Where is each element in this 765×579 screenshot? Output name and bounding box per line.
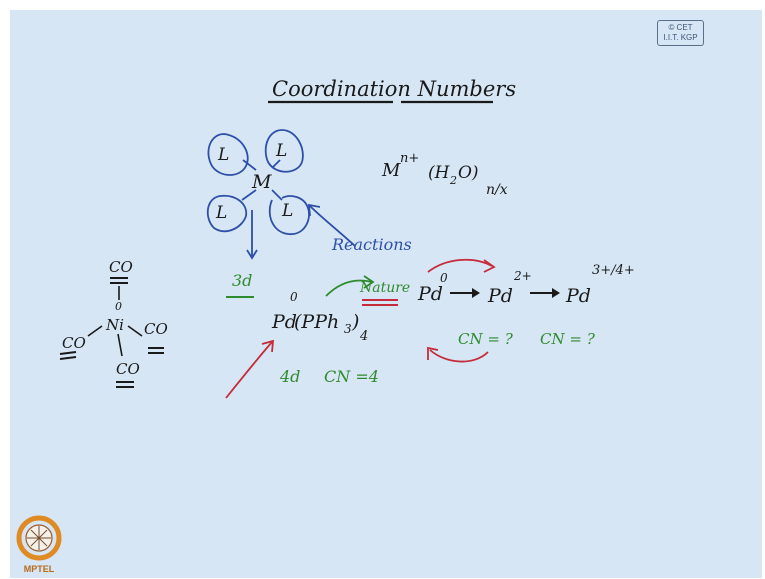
formula-sub-2: 2 — [449, 174, 457, 187]
red-arc-bottom — [429, 349, 489, 363]
pd-complex-close: ) — [351, 311, 359, 333]
bond-bl — [241, 189, 257, 201]
pd0-symbol: Pd — [417, 283, 443, 305]
ligand-L-1: L — [217, 145, 229, 165]
bond-tr — [271, 159, 281, 169]
red-arc-top-head — [483, 259, 496, 273]
pd2-oxidation: 2+ — [513, 269, 532, 283]
pd-complex-sub3: 3 — [344, 322, 352, 336]
co-right: CO — [144, 320, 168, 338]
arrow-2-head — [552, 288, 560, 298]
ligand-loop-bottom-right — [268, 195, 310, 235]
formula-M: M — [381, 160, 401, 181]
ligand-L-3: L — [215, 203, 227, 223]
red-arc-bottom-head — [427, 346, 439, 360]
pd-complex-metal: Pd — [271, 311, 297, 333]
ligand-L-4: L — [281, 201, 293, 221]
bond-br — [271, 189, 283, 201]
bond-tl — [242, 159, 257, 171]
nature-label: Nature — [359, 280, 410, 296]
ml4-letters: L L M L L — [215, 141, 293, 223]
logo-text: MPTEL — [24, 564, 55, 574]
reactions-arrow-head — [307, 203, 321, 217]
metal-M: M — [251, 171, 272, 193]
co-top: CO — [109, 258, 133, 276]
pd0-oxidation: 0 — [440, 271, 448, 285]
pd-complex-ligand: (PPh — [294, 311, 339, 333]
orbital-4d-label: 4d — [279, 367, 300, 386]
ligand-loop-bottom-left — [206, 194, 248, 233]
ligand-loop-top-left — [207, 133, 249, 176]
arrow-1-head — [472, 288, 480, 298]
formula-sub-nx: n/x — [486, 182, 508, 198]
watermark-line-2: I.I.T. KGP — [663, 33, 698, 42]
pd2-symbol: Pd — [487, 285, 513, 307]
ni-center: Ni — [105, 316, 124, 334]
cn-4-label: CN =4 — [324, 367, 379, 386]
red-arrow-up-shaft — [225, 341, 273, 399]
hydrated-metal-formula: M n+ (H 2 O) n/x — [381, 151, 508, 198]
cn-unknown-2: CN = ? — [540, 330, 596, 348]
formula-charge: n+ — [400, 151, 419, 166]
pd34-oxidation: 3+/4+ — [592, 263, 635, 278]
down-arrow-head — [246, 249, 258, 260]
handwriting-layer: Coordination Numbers L L — [59, 77, 635, 399]
reactions-arrow-shaft — [309, 205, 356, 247]
cet-watermark: © CET I.I.T. KGP — [657, 20, 704, 46]
ni-oxidation: 0 — [115, 300, 122, 313]
pd34-symbol: Pd — [565, 285, 591, 307]
ligand-L-2: L — [275, 141, 287, 161]
green-arrow-head — [363, 275, 375, 289]
orbital-3d-label: 3d — [232, 271, 252, 290]
cn-unknown-1: CN = ? — [458, 330, 514, 348]
palladium-phosphine: 0 Pd (PPh 3 ) 4 4d CN =4 Nature — [225, 275, 410, 399]
green-arrow-shaft — [325, 279, 373, 297]
co-left: CO — [62, 334, 86, 352]
formula-ligand-open: (H — [428, 163, 451, 183]
red-arrow-up-head — [261, 339, 275, 353]
reactions-label: Reactions — [331, 235, 412, 254]
whiteboard: Coordination Numbers L L — [10, 10, 762, 578]
pd-complex-oxidation: 0 — [290, 290, 298, 304]
pd-oxidation-sequence: Pd 0 Pd 2+ Pd 3+/4+ CN = ? CN = ? — [417, 258, 635, 363]
nickel-carbonyl: CO 0 Ni CO CO CO — [59, 258, 168, 388]
ml4-sketch — [206, 129, 356, 260]
watermark-line-1: © CET — [668, 23, 693, 32]
formula-ligand-close: O) — [458, 163, 479, 183]
pd-complex-count: 4 — [359, 329, 368, 344]
red-arc-top — [427, 258, 493, 273]
lecture-title: Coordination Numbers — [272, 77, 516, 101]
nptel-logo-icon: MPTEL — [16, 515, 62, 574]
ligand-loop-top-right — [264, 129, 304, 173]
co-bottom: CO — [116, 360, 140, 378]
